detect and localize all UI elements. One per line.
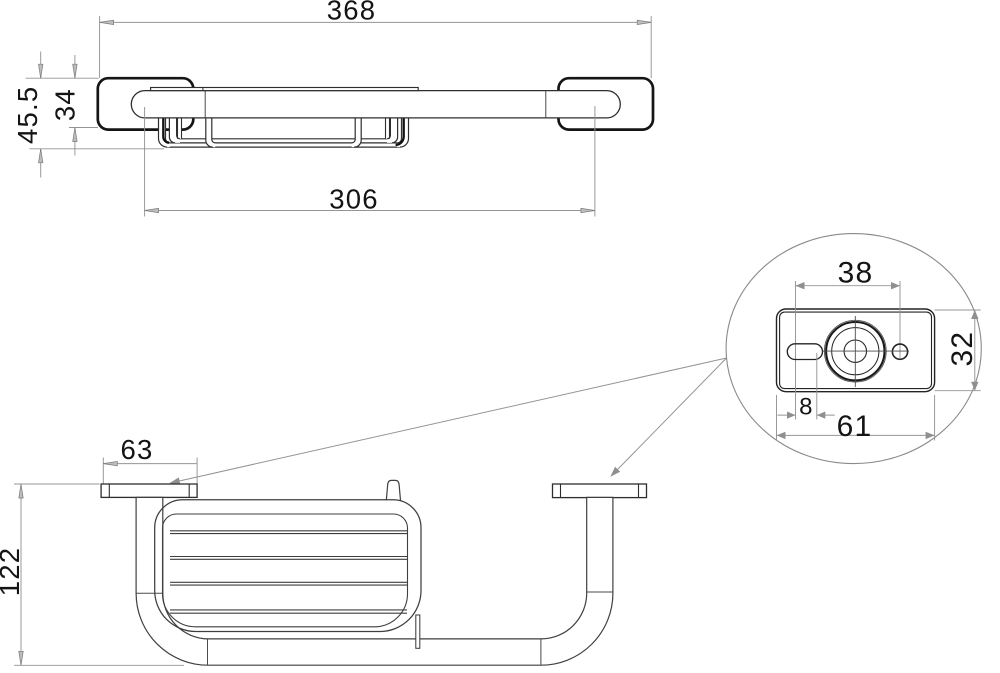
svg-text:122: 122 [0,547,25,596]
svg-text:32: 32 [946,331,979,367]
svg-text:306: 306 [329,184,378,215]
svg-text:8: 8 [799,393,814,420]
svg-text:34: 34 [50,88,81,121]
svg-text:38: 38 [838,257,874,290]
svg-text:368: 368 [327,0,376,26]
svg-text:63: 63 [121,434,154,465]
svg-text:61: 61 [837,410,873,443]
svg-text:45.5: 45.5 [12,86,43,144]
